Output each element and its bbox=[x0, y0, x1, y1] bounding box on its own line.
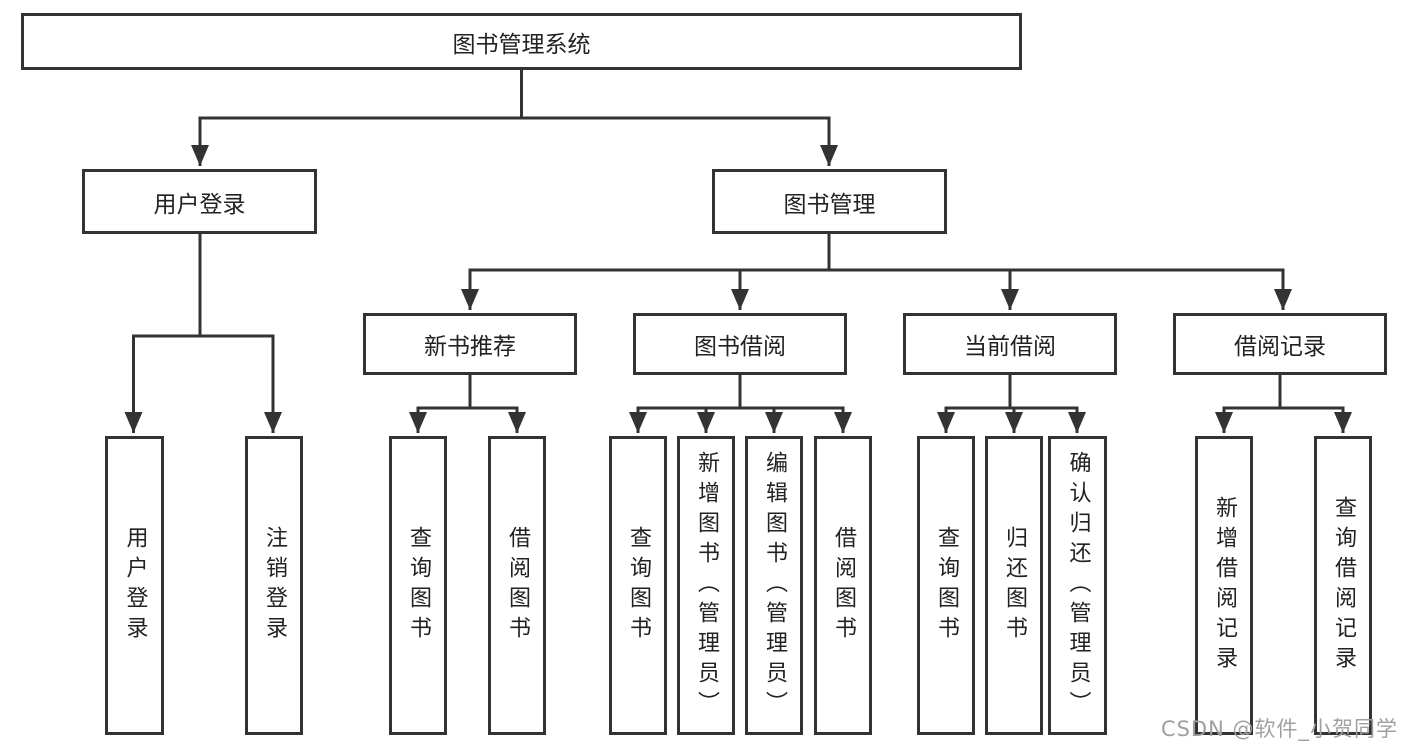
node-current-borrow: 当前借阅 bbox=[903, 313, 1117, 375]
leaf-borrow-books: 借阅图书 bbox=[814, 436, 872, 735]
leaf-confirm-return-admin: 确认归还（管理员） bbox=[1048, 436, 1107, 735]
leaf-query-books-borrow: 查询图书 bbox=[609, 436, 667, 735]
node-borrow-records: 借阅记录 bbox=[1173, 313, 1387, 375]
node-book-borrow: 图书借阅 bbox=[633, 313, 847, 375]
leaf-add-book-admin: 新增图书（管理员） bbox=[677, 436, 735, 735]
node-new-book-recommend: 新书推荐 bbox=[363, 313, 577, 375]
leaf-edit-book-admin: 编辑图书（管理员） bbox=[745, 436, 803, 735]
leaf-logout: 注销登录 bbox=[245, 436, 303, 735]
node-root-library-system: 图书管理系统 bbox=[21, 13, 1022, 70]
leaf-return-book: 归还图书 bbox=[985, 436, 1043, 735]
leaf-user-login: 用户登录 bbox=[105, 436, 164, 735]
leaf-add-borrow-record: 新增借阅记录 bbox=[1195, 436, 1253, 735]
leaf-query-books-recommend: 查询图书 bbox=[389, 436, 447, 735]
csdn-watermark: CSDN @软件_小贺同学 bbox=[1160, 717, 1398, 741]
node-user-login: 用户登录 bbox=[82, 169, 317, 234]
node-book-management: 图书管理 bbox=[712, 169, 947, 234]
leaf-query-borrow-record: 查询借阅记录 bbox=[1314, 436, 1372, 735]
leaf-borrow-books-recommend: 借阅图书 bbox=[488, 436, 546, 735]
leaf-query-books-current: 查询图书 bbox=[917, 436, 975, 735]
